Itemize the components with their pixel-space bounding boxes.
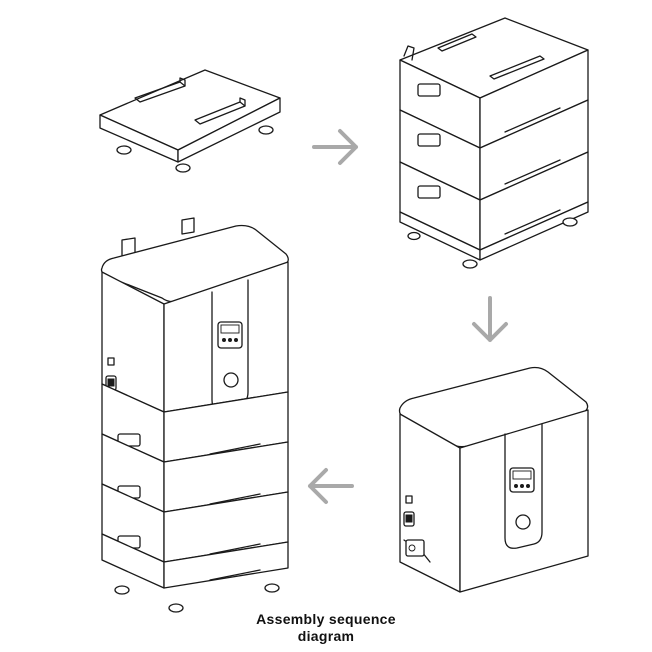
base-plate-icon bbox=[99, 69, 281, 173]
right-arrow-icon bbox=[312, 129, 358, 165]
caption-line-2: diagram bbox=[297, 628, 355, 644]
down-arrow-icon bbox=[472, 296, 508, 342]
stacked-battery-modules-icon bbox=[399, 17, 589, 269]
diagram-caption: Assembly sequence diagram bbox=[0, 611, 652, 645]
left-arrow-icon bbox=[308, 468, 354, 504]
assembled-battery-system-icon bbox=[100, 217, 289, 613]
caption-line-1: Assembly sequence bbox=[256, 611, 396, 627]
control-box-icon bbox=[398, 366, 589, 593]
